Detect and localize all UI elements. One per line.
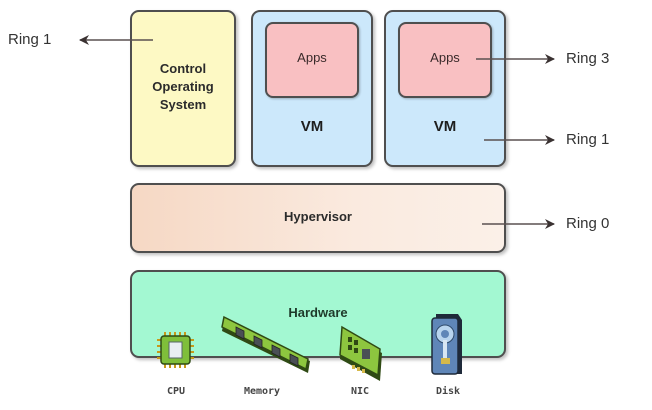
ring-label-vm: Ring 1 [566,131,610,148]
hypervisor-box: Hypervisor [130,183,506,253]
control-os-label: Control Operating System [152,61,214,112]
hypervisor-label: Hypervisor [284,209,352,224]
vm-box-1: Apps VM [251,10,373,167]
vm-box-2: Apps VM [384,10,506,167]
cpu-label: CPU [166,386,186,397]
nic-label: NIC [350,386,370,397]
memory-module-icon [221,315,310,373]
disk-drive-icon [431,314,462,375]
disk-label: Disk [435,386,461,397]
apps-label-2: Apps [430,50,460,65]
hardware-label: Hardware [288,305,348,320]
ring-label-apps: Ring 3 [566,50,610,67]
apps-box-1: Apps [265,22,359,98]
apps-box-2: Apps [398,22,492,98]
cpu-chip-icon [157,332,194,368]
vm-label-1: VM [300,118,324,135]
apps-label-1: Apps [297,50,327,65]
ring-label-control-os: Ring 1 [8,31,52,48]
control-operating-system-box: Control Operating System [130,10,236,167]
vm-label-2: VM [433,118,457,135]
ring-label-hypervisor: Ring 0 [566,215,610,232]
network-card-icon [339,325,382,381]
memory-label: Memory [243,386,281,397]
